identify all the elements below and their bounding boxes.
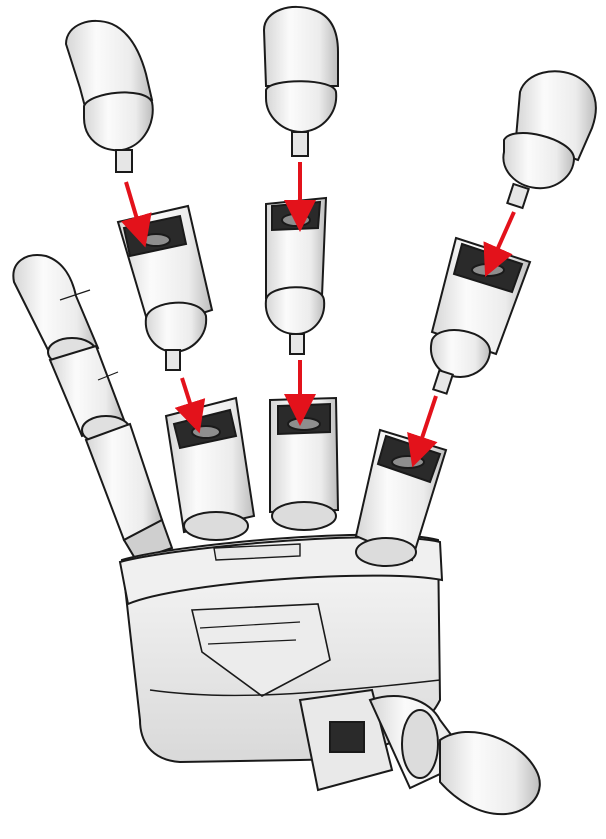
- middle-base-segment: [270, 398, 338, 530]
- index-base-segment: [166, 398, 254, 540]
- index-middle-segment: [118, 206, 212, 370]
- thumb: [300, 690, 540, 814]
- middle-middle-segment: [266, 198, 326, 354]
- ring-fingertip: [503, 71, 595, 208]
- ring-middle-segment: [431, 238, 530, 394]
- index-fingertip: [66, 21, 153, 172]
- middle-fingertip: [264, 7, 338, 156]
